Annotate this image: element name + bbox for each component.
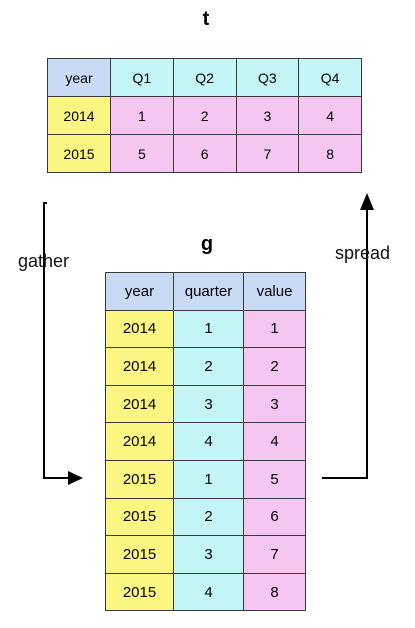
table-row: 2015 4 8	[105, 572, 306, 612]
year-cell: 2014	[47, 96, 111, 135]
year-cell: 2015	[105, 497, 174, 537]
table-row: 2014 2 2	[105, 347, 306, 386]
table-header-row: year quarter value	[105, 272, 306, 311]
quarter-cell: 4	[173, 572, 244, 612]
value-cell: 8	[298, 134, 362, 173]
year-cell: 2014	[105, 422, 174, 461]
table-header-row: year Q1 Q2 Q3 Q4	[47, 58, 362, 97]
quarter-cell: 1	[173, 309, 244, 349]
value-cell: 5	[243, 459, 306, 499]
value-cell: 7	[243, 535, 306, 574]
value-cell: 3	[235, 96, 300, 135]
table-row: 2015 1 5	[105, 459, 306, 499]
year-cell: 2014	[105, 309, 174, 349]
value-cell: 2	[172, 96, 237, 135]
table-t: year Q1 Q2 Q3 Q4 2014 1 2 3 4 2015 5 6 7…	[47, 58, 362, 173]
spread-arrow	[322, 193, 374, 479]
quarter-cell: 4	[173, 422, 244, 461]
gather-label: gather	[18, 251, 70, 271]
year-cell: 2015	[105, 535, 174, 574]
value-cell: 1	[110, 96, 174, 135]
header-cell-q4: Q4	[298, 58, 362, 97]
value-cell: 4	[298, 96, 362, 135]
value-cell: 6	[243, 497, 306, 537]
spread-label: spread	[335, 243, 391, 263]
year-cell: 2015	[47, 134, 111, 173]
table-row: 2015 2 6	[105, 497, 306, 537]
table-row: 2014 1 1	[105, 309, 306, 349]
header-cell-q3: Q3	[235, 58, 300, 97]
year-cell: 2014	[105, 384, 174, 424]
year-cell: 2015	[105, 459, 174, 499]
table-t-title: t	[202, 8, 210, 30]
table-row: 2015 5 6 7 8	[47, 134, 362, 173]
header-cell-q1: Q1	[110, 58, 174, 97]
value-cell: 7	[235, 134, 300, 173]
value-cell: 8	[243, 572, 306, 612]
header-cell-quarter: quarter	[173, 272, 244, 311]
value-cell: 6	[172, 134, 237, 173]
year-cell: 2015	[105, 572, 174, 612]
header-cell-year: year	[105, 272, 174, 311]
header-cell-year: year	[47, 58, 111, 97]
table-row: 2014 4 4	[105, 422, 306, 461]
quarter-cell: 1	[173, 459, 244, 499]
value-cell: 2	[243, 347, 306, 386]
gather-arrow	[43, 202, 83, 485]
table-g-title: g	[200, 233, 214, 255]
year-cell: 2014	[105, 347, 174, 386]
table-row: 2014 1 2 3 4	[47, 96, 362, 135]
value-cell: 1	[243, 309, 306, 349]
table-row: 2015 3 7	[105, 535, 306, 574]
value-cell: 5	[110, 134, 174, 173]
table-g: year quarter value 2014 1 1 2014 2 2 201…	[105, 272, 306, 612]
header-cell-value: value	[243, 272, 306, 311]
value-cell: 3	[243, 384, 306, 424]
